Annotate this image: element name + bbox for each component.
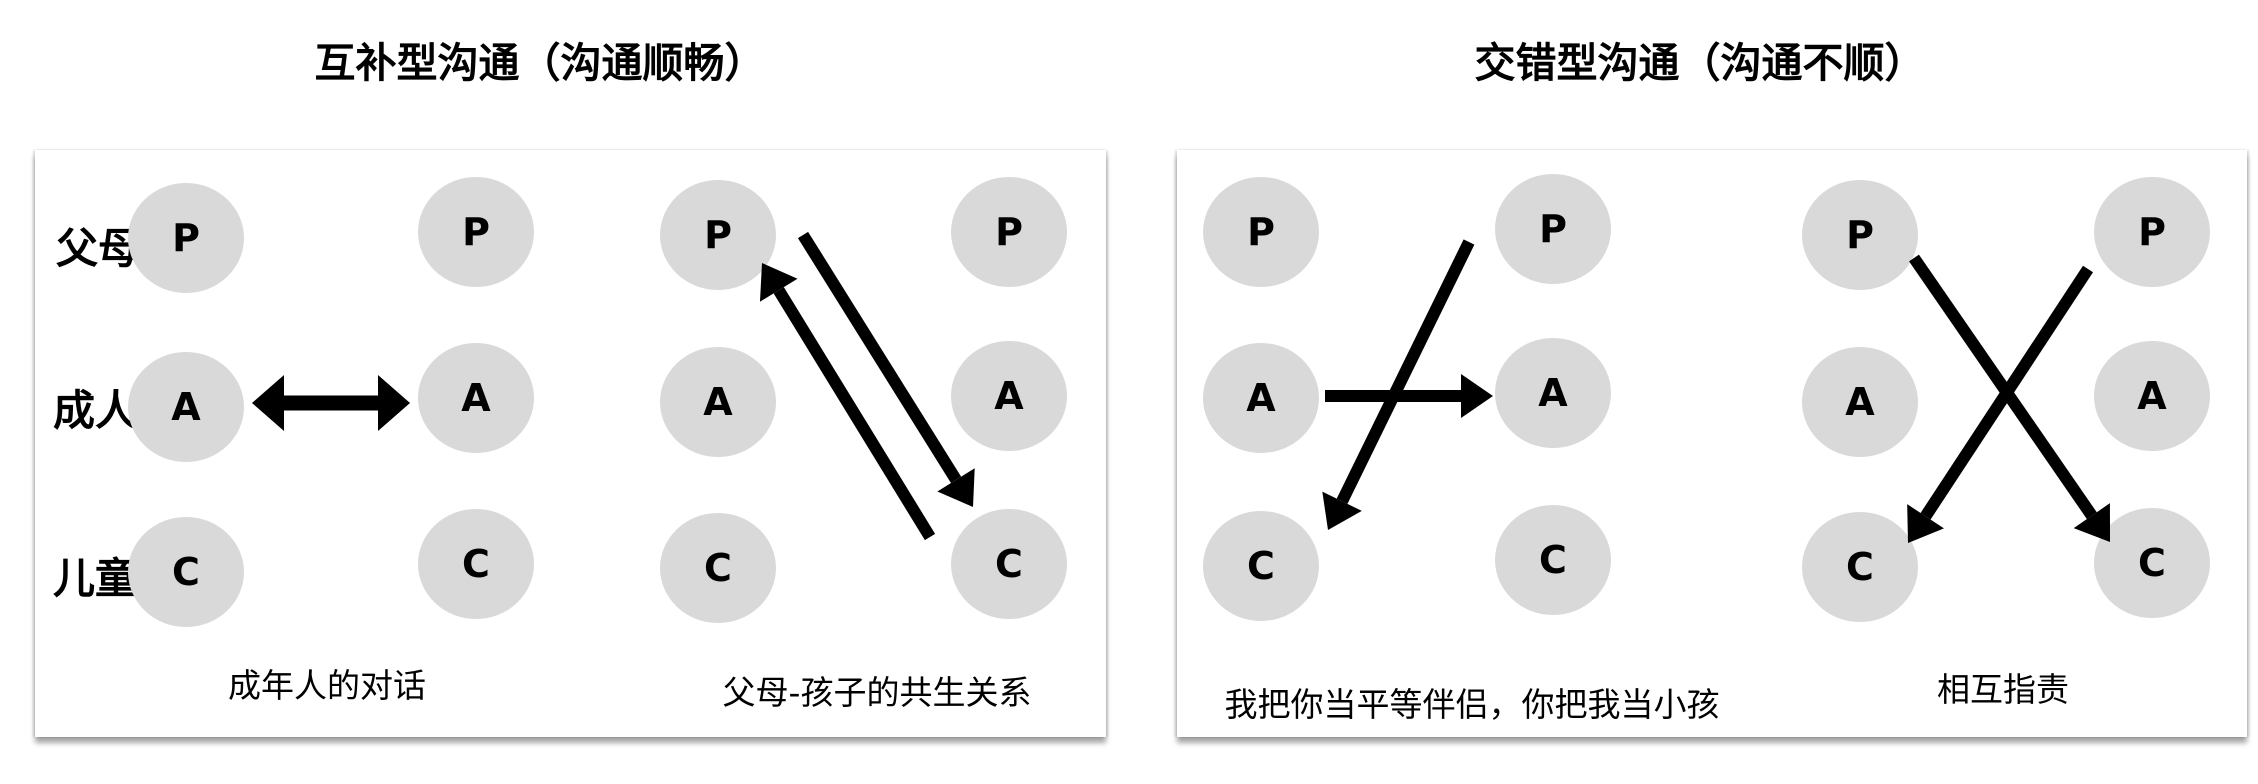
caption-equal-vs-child: 我把你当平等伴侣，你把我当小孩 (1224, 685, 1720, 724)
crossed-communication-title: 交错型沟通（沟通不顺） (1474, 39, 1926, 87)
caption-parent-child-symbiosis: 父母-孩子的共生关系 (722, 673, 1032, 712)
complementary-communication-panel (35, 150, 1106, 737)
crossed-communication-panel (1177, 150, 2247, 737)
caption-adult-dialogue: 成年人的对话 (228, 666, 426, 705)
complementary-communication-title: 互补型沟通（沟通顺畅） (314, 39, 766, 87)
caption-mutual-blame: 相互指责 (1937, 670, 2069, 709)
